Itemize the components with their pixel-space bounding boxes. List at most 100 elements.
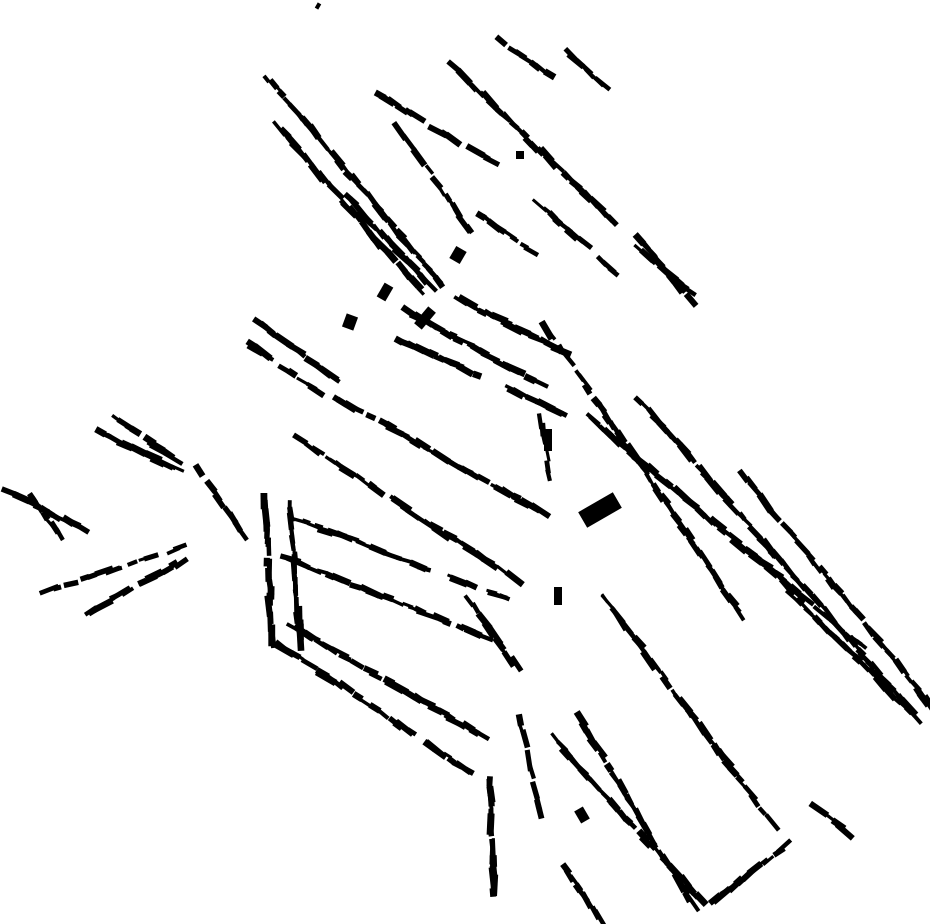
building: [605, 213, 619, 227]
building: [30, 495, 45, 514]
building: [472, 370, 483, 380]
building: [143, 552, 160, 562]
building: [349, 582, 362, 591]
building: [546, 155, 566, 174]
building: [545, 329, 557, 341]
building: [40, 510, 51, 522]
building: [593, 909, 609, 924]
building: [384, 249, 399, 264]
building: [327, 372, 341, 384]
building: [835, 623, 851, 643]
building: [436, 184, 446, 197]
building: [326, 182, 345, 201]
building: [921, 694, 930, 716]
building: [365, 412, 377, 422]
building: [684, 449, 697, 465]
building: [526, 762, 536, 780]
building: [476, 473, 491, 485]
building: [762, 854, 775, 866]
building: [834, 822, 855, 841]
building: [534, 798, 545, 820]
building: [295, 347, 307, 359]
building: [94, 565, 114, 577]
building: [903, 706, 914, 716]
building: [748, 793, 761, 809]
building: [431, 525, 452, 542]
building: [386, 596, 405, 607]
building: [265, 354, 275, 362]
building: [482, 154, 501, 168]
building: [506, 387, 524, 400]
building: [887, 682, 902, 699]
building: [597, 751, 608, 764]
building: [455, 362, 475, 378]
building: [126, 559, 138, 567]
building: [737, 512, 753, 528]
building: [852, 607, 866, 622]
building: [349, 172, 362, 186]
building: [368, 670, 383, 682]
building: [809, 557, 823, 575]
building: [353, 405, 365, 415]
building: [727, 592, 740, 607]
building: [634, 807, 646, 826]
large-building: [554, 587, 562, 605]
building: [407, 109, 427, 124]
building: [542, 154, 557, 171]
building: [504, 362, 527, 378]
building: [593, 76, 612, 92]
building: [817, 564, 829, 576]
building: [266, 541, 272, 556]
building: [432, 274, 446, 289]
building: [607, 266, 620, 278]
building: [164, 462, 176, 471]
building: [316, 568, 329, 576]
building: [52, 584, 62, 592]
building: [718, 750, 735, 769]
building: [494, 34, 508, 48]
building: [628, 820, 638, 830]
building: [747, 480, 763, 497]
building: [212, 492, 226, 510]
building: [504, 569, 525, 588]
building: [509, 234, 520, 244]
building: [416, 286, 426, 296]
building: [764, 813, 781, 832]
building: [784, 584, 797, 596]
building: [173, 556, 189, 570]
building: [658, 492, 672, 506]
building: [529, 502, 552, 520]
building: [129, 425, 143, 437]
building: [737, 544, 755, 558]
building: [291, 650, 305, 661]
large-building: [341, 313, 359, 331]
building: [550, 343, 573, 359]
building: [351, 691, 364, 702]
building: [489, 855, 498, 868]
building: [408, 274, 425, 292]
building: [427, 123, 448, 139]
building: [410, 147, 428, 168]
building: [569, 874, 580, 886]
building: [551, 406, 568, 418]
building: [774, 570, 785, 578]
building: [768, 508, 782, 523]
building: [286, 367, 299, 379]
building: [587, 776, 602, 792]
building: [63, 579, 79, 589]
building: [644, 462, 660, 477]
building: [501, 650, 516, 668]
building: [683, 292, 699, 308]
building: [390, 495, 413, 514]
building: [170, 464, 185, 473]
building: [262, 74, 271, 84]
building: [746, 547, 763, 561]
building: [415, 253, 426, 265]
building: [818, 808, 837, 824]
building: [232, 520, 249, 542]
building: [269, 636, 277, 649]
building: [110, 585, 132, 601]
building: [509, 655, 524, 673]
building: [422, 446, 435, 454]
